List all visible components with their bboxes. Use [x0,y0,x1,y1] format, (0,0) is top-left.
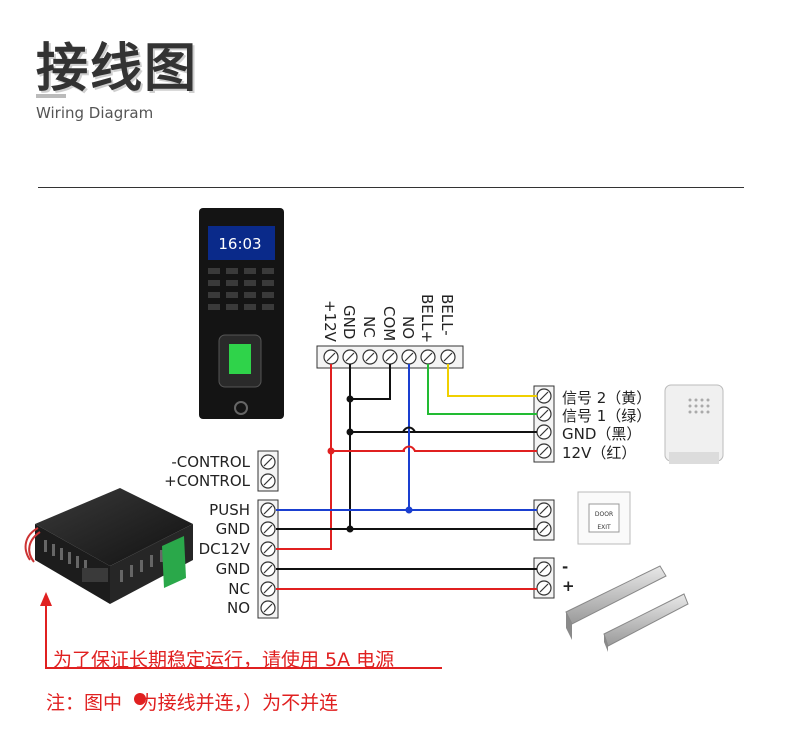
legend-note: 注：图中●为接线并连，）为不并连 [46,692,339,714]
psu-note-arrow [40,592,442,669]
reader-terminal-label: COM [380,306,398,342]
legend-dot-icon [134,693,146,705]
reader-time: 16:03 [218,235,261,253]
doorbell-terminal-label: 12V（红） [562,444,637,462]
page-subtitle: Wiring Diagram [36,104,154,122]
power-note: 为了保证长期稳定运行，请使用 5A 电源 [53,649,395,671]
psu-terminal-label: GND [215,520,250,538]
junction-dots [327,395,413,533]
psu-control-terminal-block [257,450,279,492]
lock-terminal-block [533,557,555,599]
reader-terminal-label: BELL- [438,294,456,336]
lock-terminal-label: + [562,577,575,595]
reader-terminal-label: BELL+ [418,294,436,344]
wire-bell-plus [427,364,537,415]
doorbell-terminal-label: 信号 1（绿） [562,407,652,425]
lock-terminal-label: - [562,558,569,576]
doorbell-terminal-label: GND（黑） [562,425,642,443]
doorbell-terminal-block [533,385,555,463]
reader-screen [208,226,275,260]
reader-terminal-label: NO [399,316,417,340]
psu-terminal-label: NC [228,580,250,598]
page-title: 接线图 [36,39,199,99]
reader-terminal-label: NC [360,316,378,338]
psu-terminal-label: +CONTROL [164,472,250,490]
title-underline [36,94,66,98]
exit-button-terminal-block [533,499,555,541]
wire-reader-12v [276,364,332,550]
wire-bell-minus [447,364,537,397]
exit-button: DOOR EXIT [577,491,631,545]
divider [38,187,744,188]
wire-reader-com [350,364,391,400]
exit-button-label-2: EXIT [597,524,611,531]
reader-terminal-label: +12V [321,300,339,342]
psu-main-terminal-block [257,499,279,619]
psu-terminal-label: NO [226,599,250,617]
doorbell [664,384,724,464]
exit-button-label-1: DOOR [595,511,613,518]
magnetic-lock [565,565,689,652]
psu-terminal-label: -CONTROL [171,453,250,471]
reader-terminal-block [316,345,464,369]
reader-terminal-label: GND [340,305,358,340]
psu-terminal-label: DC12V [198,540,250,558]
psu-terminal-label: PUSH [209,501,250,519]
doorbell-terminal-label: 信号 2（黄） [562,389,652,407]
psu-terminal-label: GND [215,560,250,578]
power-supply-unit [24,488,193,604]
fingerprint-sensor [229,344,251,374]
wire-reader-gnd [276,364,351,530]
fingerprint-reader: 16:03 [199,208,284,419]
